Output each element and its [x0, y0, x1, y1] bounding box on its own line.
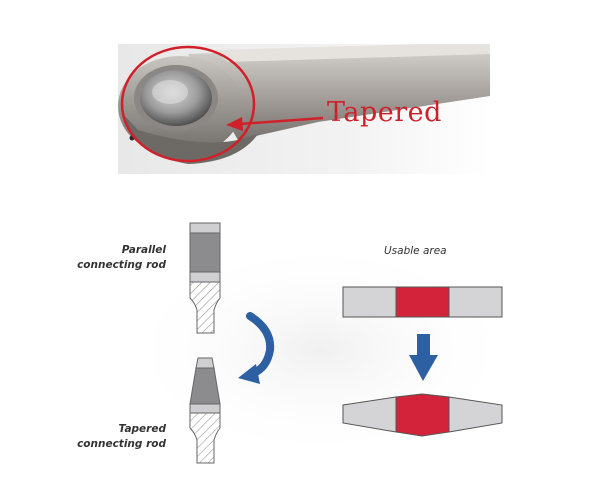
down-arrow-icon [409, 334, 438, 381]
callout-arrow-line [239, 116, 324, 126]
tapered-bar [342, 393, 503, 437]
curved-arrow-icon [238, 312, 275, 384]
connecting-rod-photo [118, 42, 490, 174]
parallel-label-line2: connecting rod [77, 259, 166, 272]
tapered-callout-label: Tapered [327, 97, 442, 128]
tapered-rod-label: Tapered connecting rod [74, 422, 166, 452]
tapered-label-line2: connecting rod [77, 438, 166, 451]
connecting-rod-illustration [118, 42, 490, 174]
tapered-label-line1: Tapered [118, 423, 166, 435]
highlight-ellipse [120, 45, 256, 163]
usable-area-label: Usable area [384, 245, 447, 257]
comparison-diagram [120, 222, 520, 464]
parallel-rod-label: Parallel connecting rod [74, 243, 166, 273]
tapered-rod [189, 357, 221, 464]
parallel-bar [342, 286, 503, 318]
callout-arrow-head [226, 117, 243, 131]
parallel-label-line1: Parallel [121, 244, 166, 256]
parallel-rod [189, 222, 221, 334]
